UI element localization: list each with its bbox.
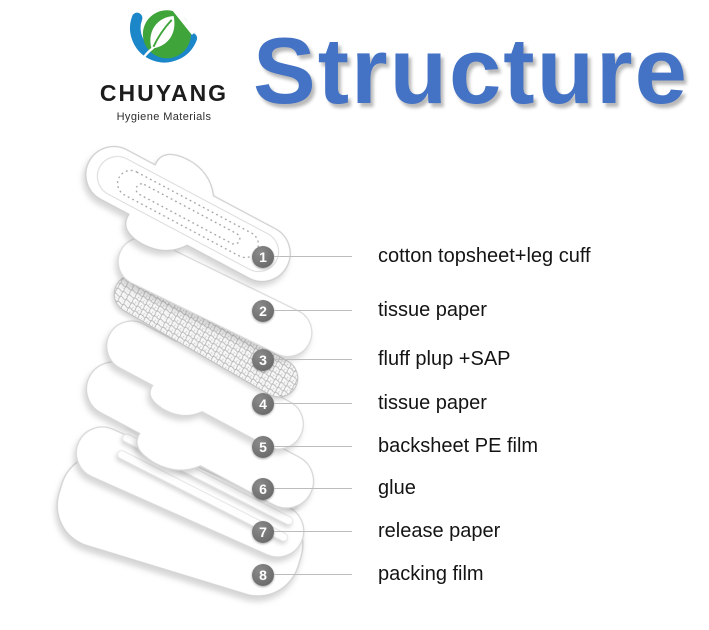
pad-exploded-diagram [56, 145, 315, 597]
leaf-logo-icon [130, 4, 198, 63]
layer-3-marker: 3 [252, 349, 274, 371]
connector-line [274, 310, 352, 311]
layer-6-marker: 6 [252, 478, 274, 500]
connector-line [274, 446, 352, 447]
connector-line [274, 403, 352, 404]
callout-backsheet: 5 backsheet PE film [0, 435, 709, 458]
connector-line [274, 574, 352, 575]
layer-8-marker: 8 [252, 564, 274, 586]
layer-2-label: tissue paper [378, 299, 487, 321]
callout-tissue-upper: 2 tissue paper [0, 299, 709, 322]
layer-2-marker: 2 [252, 300, 274, 322]
company-name: CHUYANG [99, 80, 229, 106]
layer-tissue-upper [117, 236, 313, 358]
callout-fluff-sap: 3 fluff plup +SAP [0, 348, 709, 371]
layer-1-label: cotton topsheet+leg cuff [378, 245, 591, 267]
layer-5-label: backsheet PE film [378, 435, 539, 457]
callout-glue: 6 glue [0, 477, 709, 500]
connector-line [274, 531, 352, 532]
callout-packing-film: 8 packing film [0, 563, 709, 586]
layer-topsheet [85, 145, 291, 283]
callout-release-paper: 7 release paper [0, 520, 709, 543]
layer-1-marker: 1 [252, 246, 274, 268]
layer-8-label: packing film [378, 563, 484, 585]
layer-3-label: fluff plup +SAP [378, 348, 511, 370]
layer-4-marker: 4 [252, 393, 274, 415]
company-tagline: Hygiene Materials [116, 111, 212, 123]
layer-7-label: release paper [378, 520, 501, 542]
callout-topsheet: 1 cotton topsheet+leg cuff [0, 245, 709, 268]
page-title: Structure [253, 18, 689, 123]
layer-7-marker: 7 [252, 521, 274, 543]
connector-line [274, 488, 352, 489]
connector-line [274, 359, 352, 360]
layer-6-label: glue [378, 477, 416, 499]
chuyang-logo: CHUYANG Hygiene Materials [90, 4, 238, 123]
callout-tissue-lower: 4 tissue paper [0, 392, 709, 415]
connector-line [274, 256, 352, 257]
layer-4-label: tissue paper [378, 392, 487, 414]
layer-5-marker: 5 [252, 436, 274, 458]
